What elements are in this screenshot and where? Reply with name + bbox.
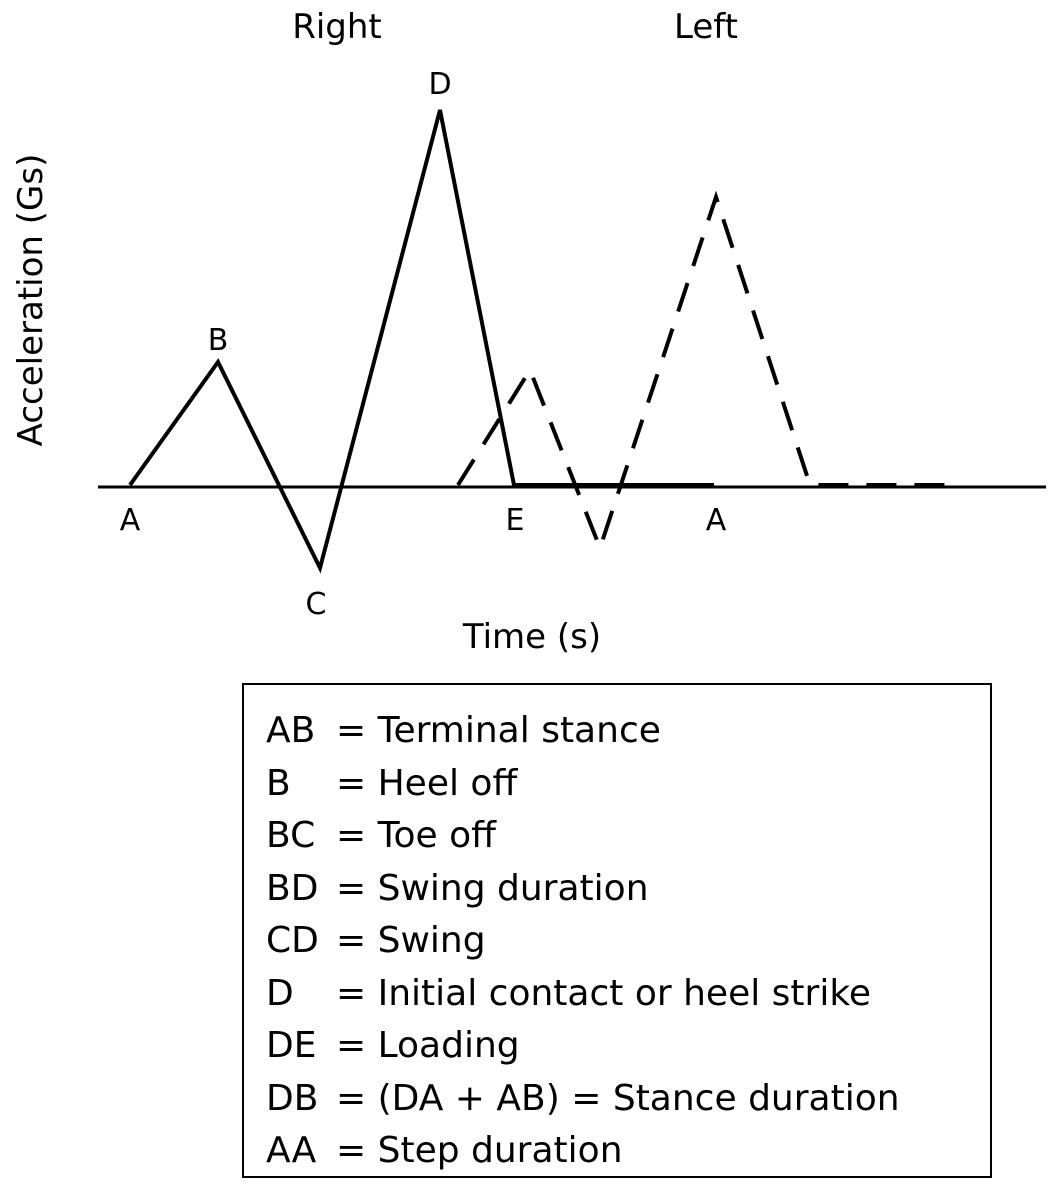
legend-definition: = Heel off xyxy=(336,762,518,804)
legend-definition: = Step duration xyxy=(336,1130,623,1171)
legend-row: CD = Swing xyxy=(266,915,900,968)
legend-definition: = Loading xyxy=(336,1025,520,1066)
legend-row: BC = Toe off xyxy=(266,810,900,863)
point-label-b: B xyxy=(208,323,229,358)
legend-key: BD xyxy=(266,867,319,909)
x-axis-label: Time (s) xyxy=(462,617,601,657)
legend-row: BD = Swing duration xyxy=(266,863,900,916)
legend-definition: = Initial contact or heel strike xyxy=(336,972,872,1014)
point-label-a-start: A xyxy=(120,503,141,538)
y-axis-label: Acceleration (Gs) xyxy=(11,154,51,447)
legend-row: AB = Terminal stance xyxy=(266,705,900,758)
legend-key: B xyxy=(266,762,291,804)
right-foot-trace xyxy=(128,109,714,574)
legend-row: D = Initial contact or heel strike xyxy=(266,968,900,1021)
point-label-e: E xyxy=(506,503,525,538)
left-foot-trace xyxy=(456,190,950,554)
point-label-d: D xyxy=(428,67,451,102)
point-label-c: C xyxy=(306,587,327,622)
left-foot-title: Left xyxy=(674,7,738,47)
legend-key: AA xyxy=(266,1130,317,1171)
legend-key: CD xyxy=(266,920,319,961)
legend-list: AB = Terminal stance B = Heel off BC = T… xyxy=(266,705,900,1178)
legend-definition: = Toe off xyxy=(336,815,496,856)
legend-row: AA = Step duration xyxy=(266,1125,900,1178)
gait-diagram: Right Left Acceleration (Gs) A B C D E A… xyxy=(11,7,1046,657)
legend-box: AB = Terminal stance B = Heel off BC = T… xyxy=(242,683,992,1178)
legend-definition: = Terminal stance xyxy=(336,710,661,751)
legend-row: DE = Loading xyxy=(266,1020,900,1073)
legend-key: BC xyxy=(266,815,316,856)
legend-key: DE xyxy=(266,1025,317,1066)
legend-definition: = Swing xyxy=(336,920,486,961)
legend-definition: = (DA + AB) = Stance duration xyxy=(336,1077,900,1119)
legend-key: AB xyxy=(266,710,316,751)
legend-row: B = Heel off xyxy=(266,758,900,811)
legend-key: DB xyxy=(266,1077,319,1119)
legend-definition: = Swing duration xyxy=(336,867,649,909)
legend-key: D xyxy=(266,972,294,1014)
point-label-a-end: A xyxy=(706,503,727,538)
legend-row: DB = (DA + AB) = Stance duration xyxy=(266,1073,900,1126)
right-foot-title: Right xyxy=(292,7,382,47)
